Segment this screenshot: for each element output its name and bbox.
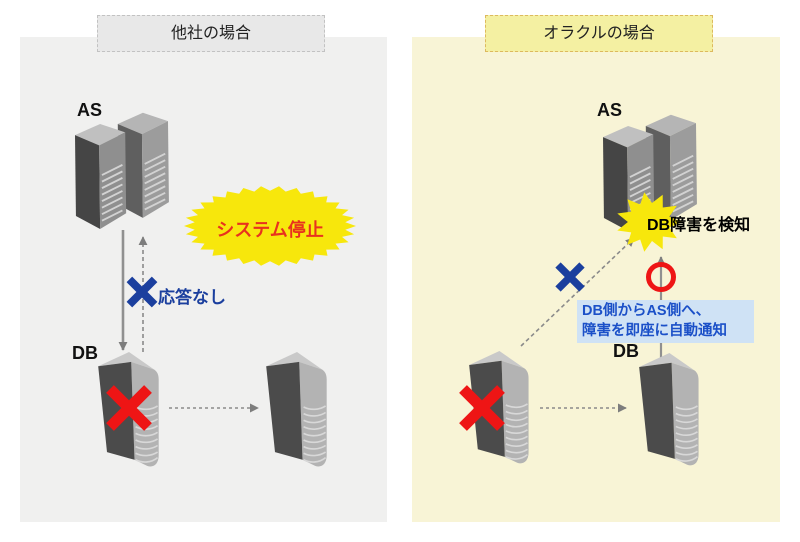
right-as-label: AS	[597, 100, 623, 120]
auto-notify-line1: DB側からAS側へ、	[582, 303, 711, 319]
auto-notify-notice-box: DB側からAS側へ、 障害を即座に自動通知	[577, 300, 754, 343]
system-stop-burst-icon	[184, 186, 356, 266]
right-db-server-icon	[638, 352, 700, 467]
notify-success-circle-icon	[646, 262, 676, 292]
no-response-x-icon	[129, 279, 154, 304]
blocked-path-x-icon	[558, 265, 582, 289]
left-db-label: DB	[72, 343, 98, 363]
oracle-case-header: オラクルの場合	[485, 15, 713, 52]
right-db-label: DB	[613, 341, 639, 361]
others-case-header: 他社の場合	[97, 15, 325, 52]
left-as-label: AS	[77, 100, 103, 120]
left-as-server-icon	[75, 113, 169, 229]
left-standby-server-icon	[265, 351, 328, 468]
failure-detected-burst-icon	[617, 192, 682, 252]
others-case-title: 他社の場合	[170, 25, 251, 42]
no-response-label: 応答なし	[158, 288, 226, 307]
blocked-detection-arrow	[520, 237, 635, 347]
auto-notify-line2: 障害を即座に自動通知	[582, 323, 727, 339]
system-stop-label: システム停止	[216, 220, 324, 240]
failure-detected-label: DB障害を検知	[647, 217, 751, 234]
oracle-case-title: オラクルの場合	[543, 25, 655, 42]
panel-oracle	[412, 37, 780, 522]
